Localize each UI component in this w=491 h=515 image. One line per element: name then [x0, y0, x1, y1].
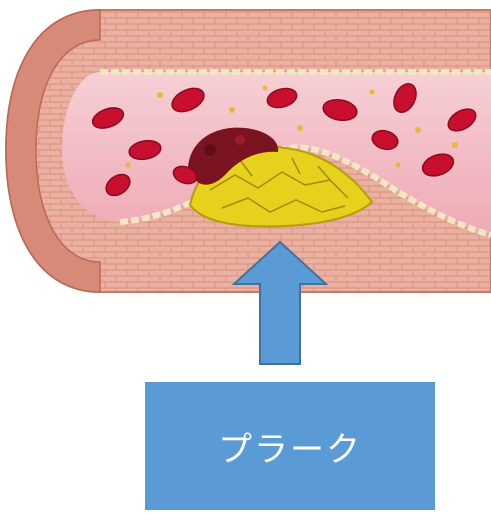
up-arrow-icon — [230, 240, 330, 366]
plaque-label-box: プラーク — [145, 382, 435, 510]
plaque-label: プラーク — [218, 422, 362, 471]
